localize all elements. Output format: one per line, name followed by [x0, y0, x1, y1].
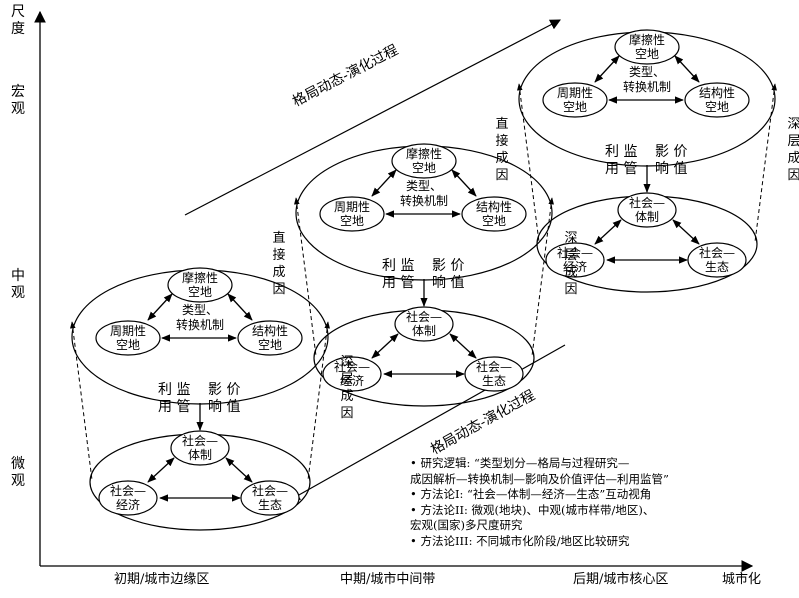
middle-module-arrow-institution-economy — [371, 333, 399, 359]
middle-module-node-institution-shape — [394, 306, 454, 342]
late-module-left-dashed-arrow — [517, 83, 540, 243]
early-module-node-economy-shape — [98, 480, 158, 516]
note-line: • 方法论III: 不同城市化阶段/地区比较研究 — [410, 533, 630, 548]
late-module-use-monitor-label: 利 监用 管 — [605, 144, 638, 177]
middle-module-node-ecology-shape — [464, 356, 524, 392]
late-module-direct-cause-label: 直接成因 — [495, 117, 509, 183]
early-module-node-friction-shape — [167, 267, 233, 303]
early-module-arrow-institution-economy — [147, 457, 175, 483]
late-module-node-friction: 摩擦性空地 — [628, 33, 665, 61]
middle-module-arrow-friction-periodic — [371, 169, 397, 197]
late-module-arrow-institution-economy — [594, 219, 622, 245]
middle-module-arrow-institution-ecology — [449, 333, 477, 359]
middle-module-use-monitor-label: 利 监用 管 — [382, 258, 415, 291]
late-module-node-institution: 社会—体制 — [628, 196, 665, 224]
early-module-node-ecology: 社会—生态 — [251, 484, 288, 512]
early-module-left-dashed-arrow — [70, 321, 93, 481]
early-module-arrow-friction-periodic — [147, 293, 173, 321]
middle-module-right-dashed-arrow — [531, 197, 554, 357]
middle-module-node-institution: 社会—体制 — [405, 310, 442, 338]
middle-module-arrow-friction-structural — [451, 169, 477, 197]
y-axis-title: 尺度 — [11, 4, 25, 37]
middle-module-node-friction: 摩擦性空地 — [405, 147, 442, 175]
early-module-node-institution-shape — [170, 430, 230, 466]
late-module-deep-cause-label: 深层成因 — [787, 117, 799, 183]
early-module-right-dashed-arrow — [307, 321, 330, 481]
x-axis-title: 城市化 — [722, 572, 762, 587]
note-line: • 方法论II: 微观(地块)、中观(城市样带/地区)、 — [410, 502, 655, 517]
note-line: • 方法论I: “社会—体制—经济—生态”互动视角 — [410, 487, 652, 501]
middle-module-node-economy-shape — [322, 356, 382, 392]
early-module-deep-cause-label: 深层成因 — [340, 355, 354, 421]
early-module-arrow-institution-ecology — [225, 457, 253, 483]
early-module-node-economy: 社会—经济 — [109, 484, 146, 512]
late-module-impact-value-label: 影 价响 值 — [655, 144, 688, 177]
late-module-arrow-institution-ecology — [672, 219, 700, 245]
late-module-arrow-friction-periodic — [594, 55, 620, 83]
early-module-arrow-friction-structural — [227, 293, 253, 321]
late-module-node-institution-shape — [617, 192, 677, 228]
middle-module-direct-cause-label: 直接成因 — [272, 231, 286, 297]
late-module-node-periodic-shape — [542, 82, 608, 118]
late-module-mechanism-label: 类型、转换机制 — [622, 65, 671, 94]
early-module-node-institution: 社会—体制 — [181, 434, 218, 462]
late-module-node-economy: 社会—经济 — [556, 246, 593, 274]
middle-module-node-ecology: 社会—生态 — [475, 360, 512, 388]
x-stage-late: 后期/城市核心区 — [573, 572, 669, 587]
late-module-node-structural-shape — [684, 82, 750, 118]
early-module-node-ecology-shape — [240, 480, 300, 516]
middle-module-node-structural-shape — [461, 196, 527, 232]
y-level-micro: 微观 — [11, 456, 25, 489]
early-module-mechanism-label: 类型、转换机制 — [175, 303, 224, 332]
early-module-node-friction: 摩擦性空地 — [181, 271, 218, 299]
y-level-macro: 宏观 — [11, 84, 25, 117]
middle-module-mechanism-label: 类型、转换机制 — [399, 179, 448, 208]
note-line: 宏观(国家)多尺度研究 — [410, 518, 523, 532]
x-stage-middle: 中期/城市中间带 — [340, 572, 436, 587]
late-module-node-economy-shape — [545, 242, 605, 278]
early-module-impact-value-label: 影 价响 值 — [208, 382, 241, 415]
early-module-node-periodic-shape — [95, 320, 161, 356]
methodology-notes: • 研究逻辑: “类型划分—格局与过程研究— 成因解析—转换机制—影响及价值评估… — [410, 456, 780, 549]
note-line: 成因解析—转换机制—影响及价值评估—利用监管” — [410, 471, 669, 486]
early-module-node-periodic: 周期性空地 — [109, 324, 146, 352]
early-module-use-monitor-label: 利 监用 管 — [158, 382, 191, 415]
late-module-node-structural: 结构性空地 — [698, 86, 735, 114]
middle-module-node-structural: 结构性空地 — [475, 200, 512, 228]
late-module-node-ecology-shape — [687, 242, 747, 278]
middle-module-node-friction-shape — [391, 143, 457, 179]
late-module-node-friction-shape — [614, 29, 680, 65]
y-level-meso: 中观 — [11, 268, 25, 301]
late-module-node-ecology: 社会—生态 — [698, 246, 735, 274]
late-module-arrow-friction-structural — [674, 55, 700, 83]
upper-diagonal-arrow — [184, 19, 561, 216]
note-line: • 研究逻辑: “类型划分—格局与过程研究— — [410, 456, 630, 470]
middle-module-node-economy: 社会—经济 — [333, 360, 370, 388]
early-module-node-structural-shape — [237, 320, 303, 356]
late-module-right-dashed-arrow — [754, 83, 777, 243]
late-module-node-periodic: 周期性空地 — [556, 86, 593, 114]
x-stage-early: 初期/城市边缘区 — [114, 572, 210, 587]
middle-module-impact-value-label: 影 价响 值 — [432, 258, 465, 291]
middle-module-node-periodic-shape — [319, 196, 385, 232]
early-module-node-structural: 结构性空地 — [251, 324, 288, 352]
middle-module-left-dashed-arrow — [294, 197, 317, 357]
middle-module-deep-cause-label: 深层成因 — [564, 231, 578, 297]
middle-module-node-periodic: 周期性空地 — [333, 200, 370, 228]
